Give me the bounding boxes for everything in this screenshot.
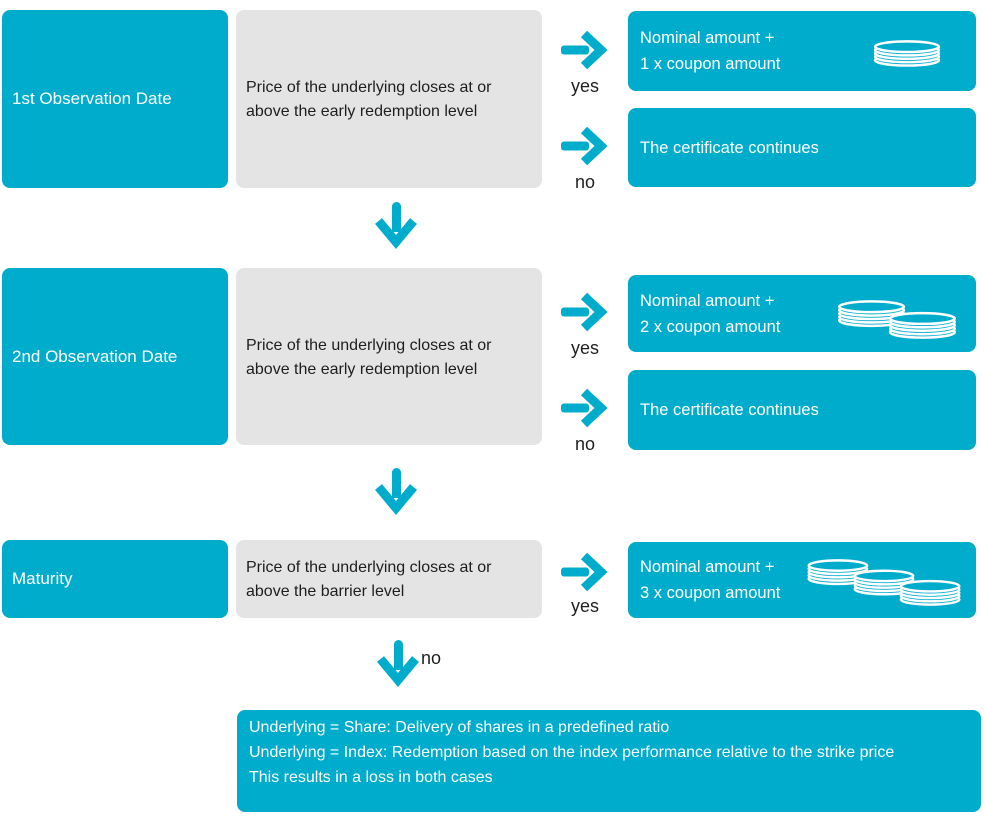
- no-label: no: [421, 648, 442, 668]
- yes-arrow-icon: [561, 30, 609, 70]
- continue-box-1: The certificate continues: [628, 108, 976, 187]
- condition-box-3: Price of the underlying closes at or abo…: [236, 540, 542, 618]
- payout-line-1: Nominal amount +: [640, 291, 775, 310]
- condition-box-2: Price of the underlying closes at or abo…: [236, 268, 542, 445]
- coin-stack-2-icon: [836, 297, 958, 350]
- yes-arrow-icon: [561, 292, 609, 332]
- condition-box-1: Price of the underlying closes at or abo…: [236, 10, 542, 188]
- payout-box-3: Nominal amount + 3 x coupon amount: [628, 542, 976, 618]
- down-arrow-icon: [376, 640, 420, 692]
- observation-label-box-2: 2nd Observation Date: [2, 268, 228, 445]
- final-loss-box: Underlying = Share: Delivery of shares i…: [237, 710, 981, 812]
- payout-line-1: Nominal amount +: [640, 558, 775, 576]
- down-arrow-icon: [374, 468, 418, 520]
- coin-stack-3-icon: [804, 556, 964, 617]
- down-arrow-icon: [374, 202, 418, 254]
- payout-line-1: Nominal amount +: [640, 29, 775, 47]
- maturity-label-box: Maturity: [2, 540, 228, 618]
- no-arrow-icon: [561, 388, 609, 428]
- no-label: no: [574, 434, 596, 454]
- payout-line-2: 3 x coupon amount: [640, 584, 781, 602]
- payout-line-2: 2 x coupon amount: [640, 317, 781, 336]
- payout-box-2: Nominal amount + 2 x coupon amount: [628, 275, 976, 352]
- continue-box-2: The certificate continues: [628, 370, 976, 450]
- yes-label: yes: [570, 338, 599, 358]
- yes-label: yes: [570, 76, 599, 96]
- final-line-3: This results in a loss in both cases: [249, 769, 493, 786]
- continue-text: The certificate continues: [640, 138, 819, 157]
- coin-stack-1-icon: [872, 38, 942, 75]
- yes-label: yes: [570, 596, 599, 616]
- final-line-2: Underlying = Index: Redemption based on …: [249, 744, 895, 761]
- payout-line-2: 1 x coupon amount: [640, 55, 781, 73]
- final-line-1: Underlying = Share: Delivery of shares i…: [249, 719, 670, 736]
- no-arrow-icon: [561, 126, 609, 166]
- no-label: no: [574, 172, 596, 192]
- payout-box-1: Nominal amount + 1 x coupon amount: [628, 11, 976, 91]
- continue-text: The certificate continues: [640, 401, 819, 419]
- yes-arrow-icon: [561, 552, 609, 592]
- observation-label-box-1: 1st Observation Date: [2, 10, 228, 188]
